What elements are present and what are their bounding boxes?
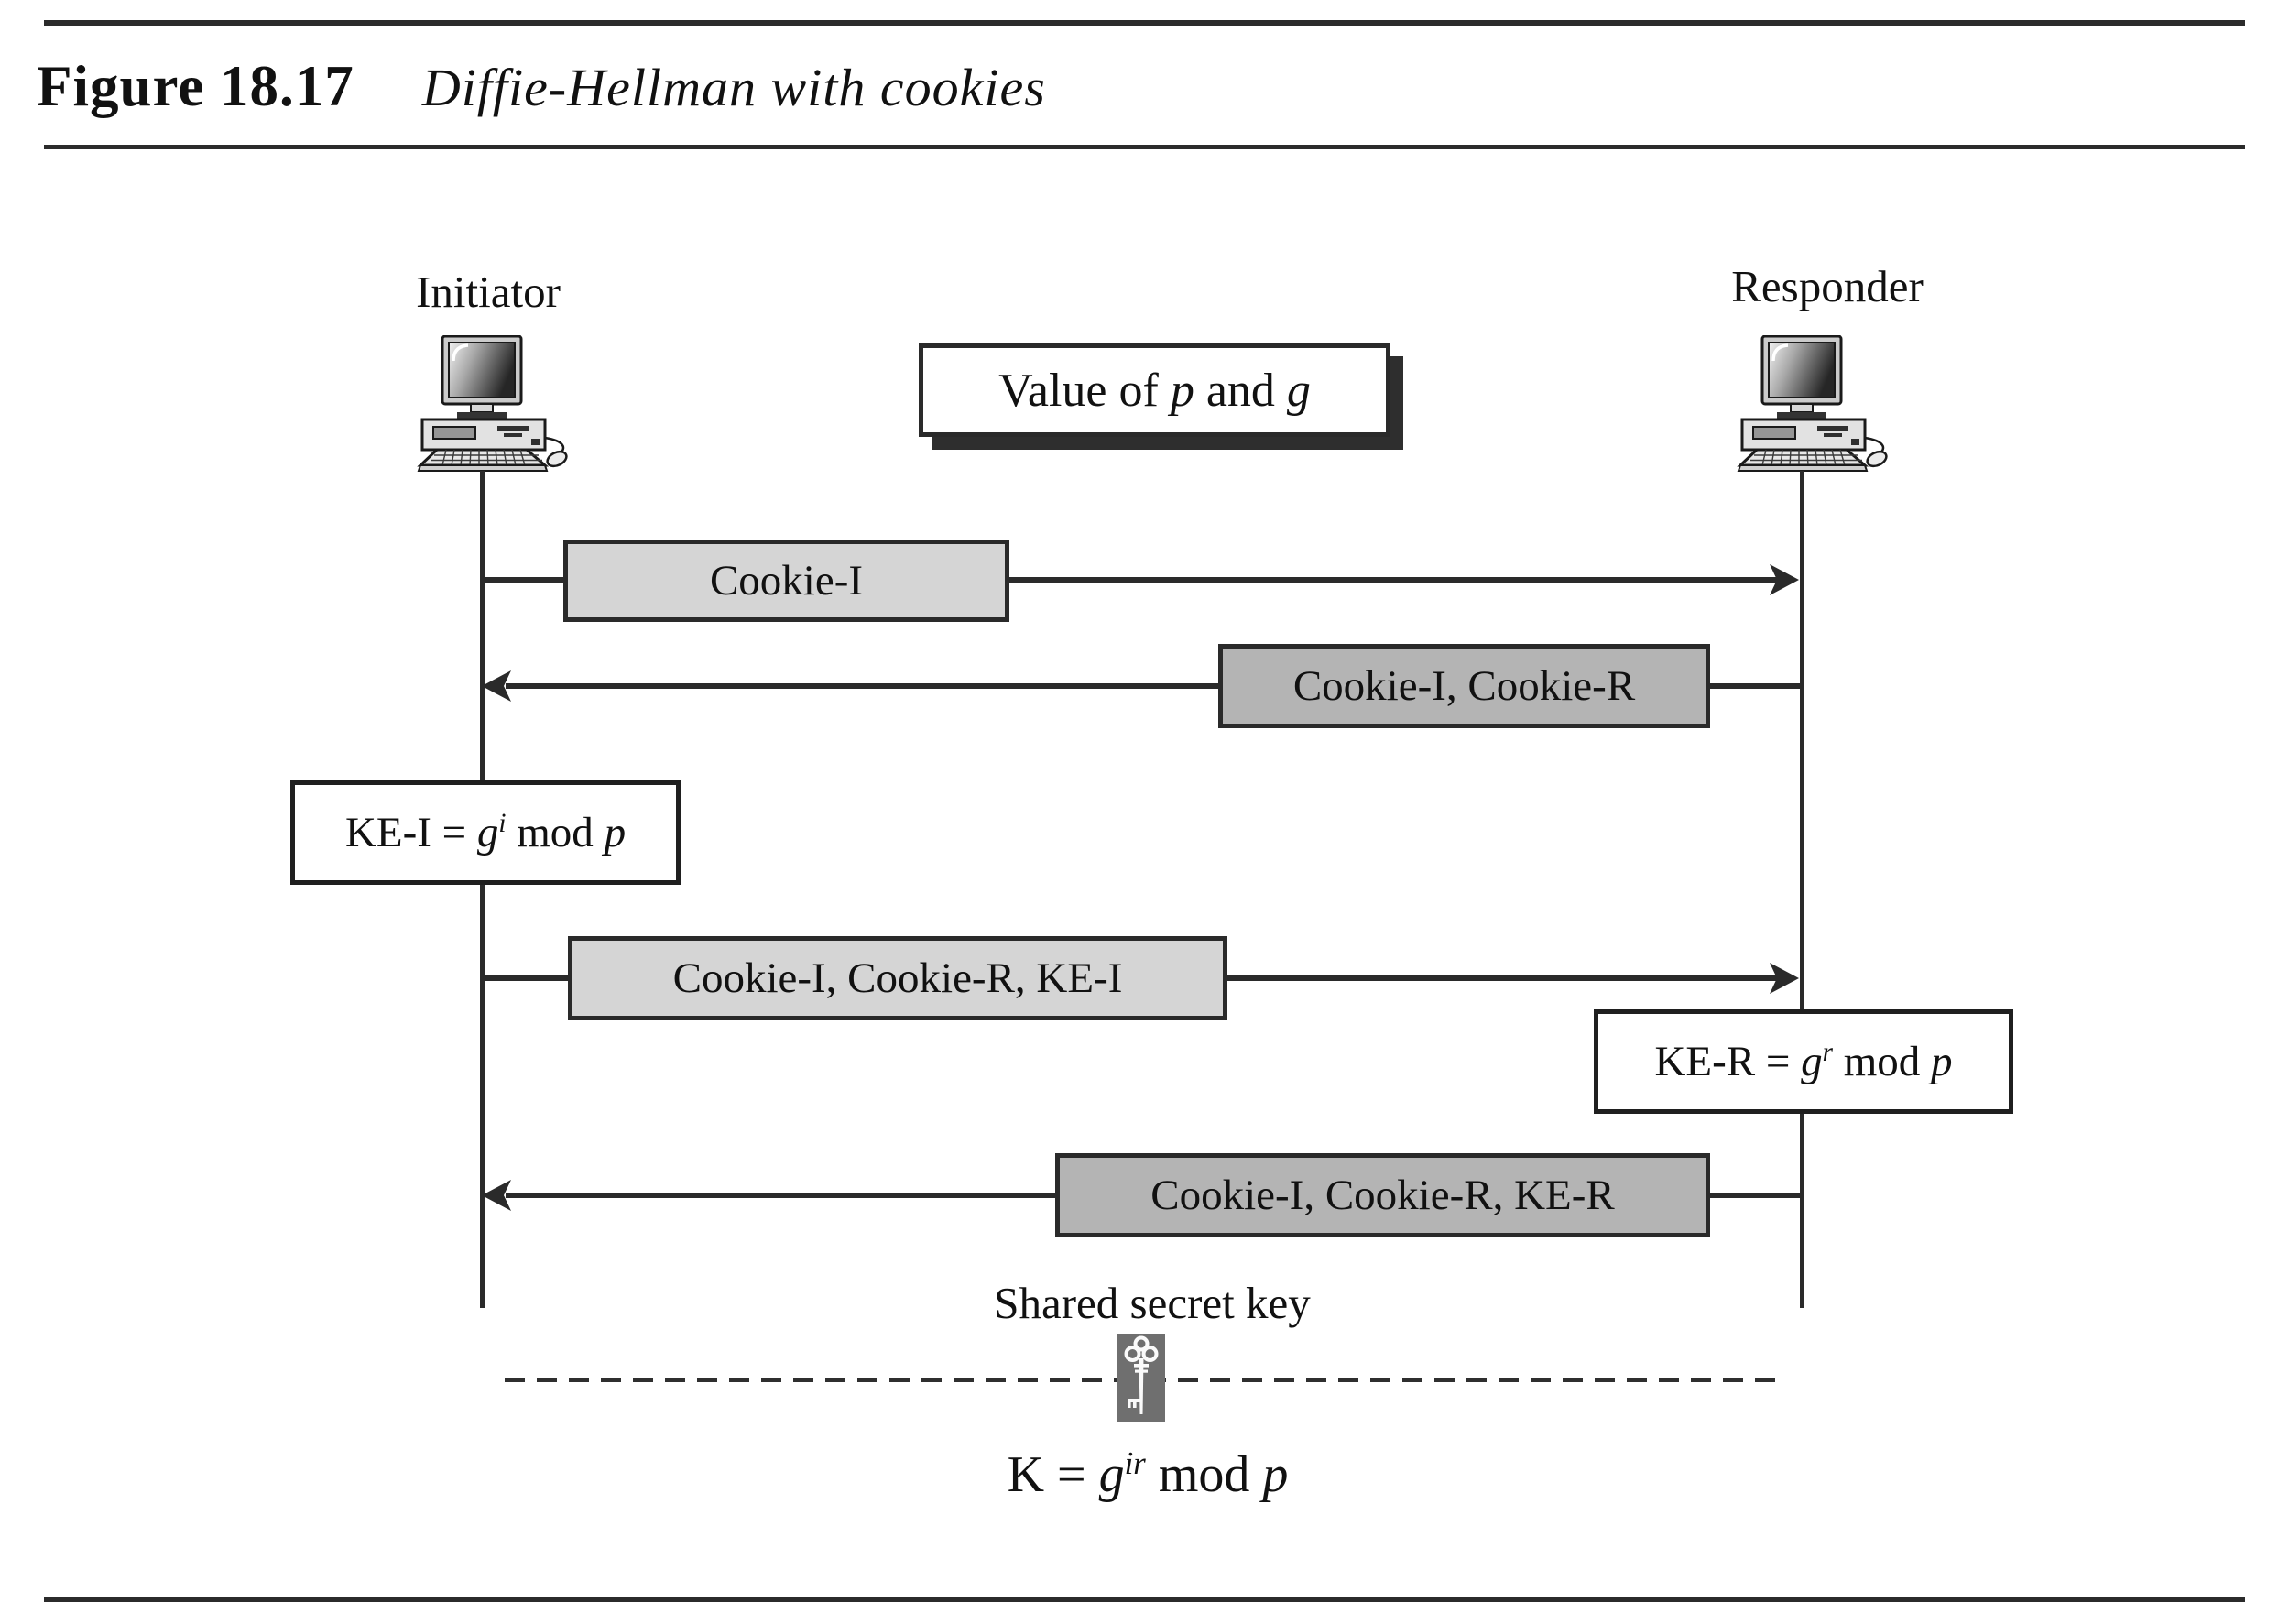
ke-r-formula: KE-R = gr mod p [1654, 1037, 1953, 1085]
top-rule [44, 20, 2245, 26]
shared-key-formula: K = gir mod p [1007, 1445, 1289, 1504]
bottom-rule [44, 1597, 2245, 1602]
message-3-arrowhead-icon [1770, 963, 1799, 994]
message-2-arrowhead-icon [482, 670, 511, 702]
message-1-label-box: Cookie-I [563, 540, 1009, 622]
message-2-label: Cookie-I, Cookie-R [1292, 662, 1636, 710]
responder-lifeline [1800, 471, 1804, 1308]
figure-title: Diffie-Hellman with cookies [421, 58, 1046, 117]
shared-secret-key-label: Shared secret key [994, 1278, 1311, 1328]
responder-computer-icon [1729, 335, 1899, 473]
parameter-value-box: Value of p and g [919, 343, 1390, 437]
message-2-arrow-line [506, 683, 1802, 689]
figure-number: Figure 18.17 [37, 54, 354, 118]
parameter-text: Value of p and g [998, 364, 1311, 417]
message-4-arrowhead-icon [482, 1180, 511, 1211]
responder-label: Responder [1731, 261, 1924, 311]
initiator-label: Initiator [416, 267, 561, 317]
ke-i-box: KE-I = gi mod p [290, 780, 681, 885]
ke-i-formula: KE-I = gi mod p [344, 808, 627, 856]
initiator-lifeline [480, 471, 485, 1308]
key-icon [1124, 1335, 1159, 1414]
ke-r-box: KE-R = gr mod p [1594, 1009, 2013, 1114]
initiator-computer-icon [409, 335, 579, 473]
message-1-arrow-line [482, 577, 1777, 583]
message-4-label-box: Cookie-I, Cookie-R, KE-R [1055, 1153, 1710, 1237]
message-3-label-box: Cookie-I, Cookie-R, KE-I [568, 936, 1227, 1020]
message-3-label: Cookie-I, Cookie-R, KE-I [672, 954, 1123, 1002]
message-2-label-box: Cookie-I, Cookie-R [1218, 644, 1710, 728]
message-4-label: Cookie-I, Cookie-R, KE-R [1150, 1172, 1615, 1219]
figure-caption: Figure 18.17 Diffie-Hellman with cookies [37, 53, 1046, 120]
header-rule [44, 145, 2245, 149]
message-1-label: Cookie-I [709, 557, 864, 605]
key-badge [1117, 1334, 1165, 1422]
message-1-arrowhead-icon [1770, 564, 1799, 595]
